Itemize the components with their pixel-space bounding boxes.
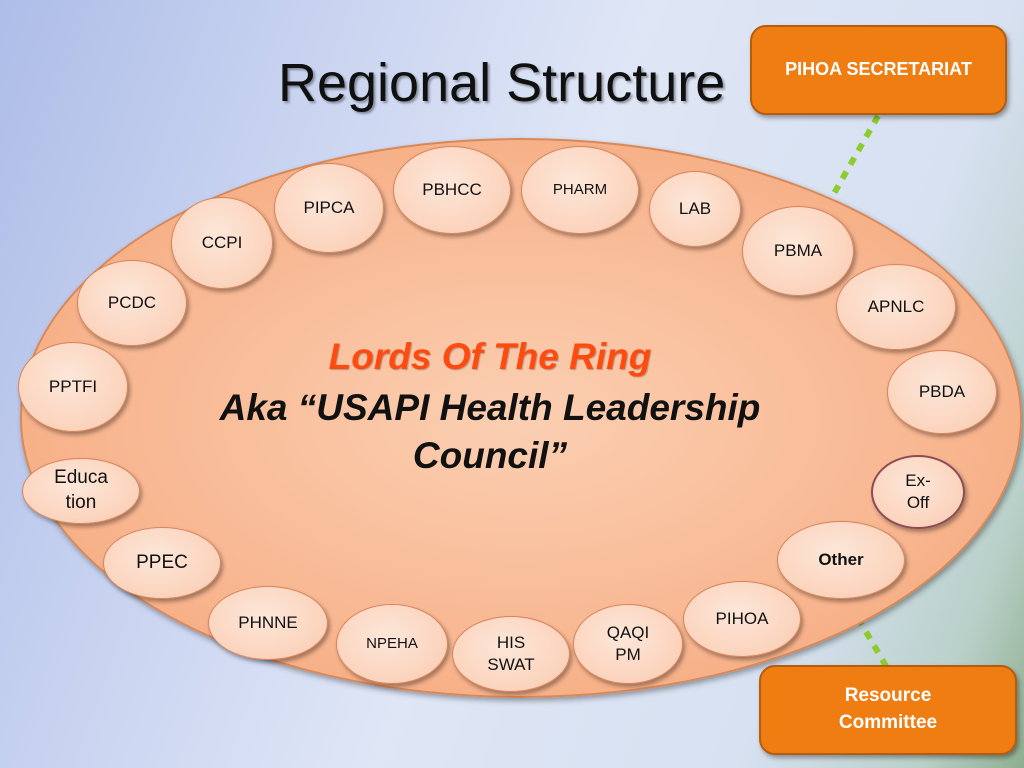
pihoa-secretariat-box: PIHOA SECRETARIAT xyxy=(750,25,1007,115)
node-his-swat: HIS SWAT xyxy=(452,616,570,692)
node-pharm: PHARM xyxy=(521,146,639,234)
node-qaqi-pm: QAQI PM xyxy=(573,604,683,684)
node-pcdc: PCDC xyxy=(77,260,187,346)
node-pbda: PBDA xyxy=(887,350,997,434)
node-ex-off: Ex- Off xyxy=(871,455,965,529)
node-npeha: NPEHA xyxy=(336,604,448,684)
node-pipca: PIPCA xyxy=(274,163,384,253)
node-apnlc: APNLC xyxy=(836,264,956,350)
node-pptfi: PPTFI xyxy=(18,342,128,432)
connector-bottom xyxy=(855,616,889,668)
node-ppec: PPEC xyxy=(103,527,221,599)
center-title-line2: Aka “USAPI Health Leadership Council” xyxy=(219,387,761,477)
node-pbhcc: PBHCC xyxy=(393,146,511,234)
center-title-line1: Lords Of The Ring xyxy=(328,336,652,377)
node-lab: LAB xyxy=(649,171,741,247)
node-pbma: PBMA xyxy=(742,206,854,296)
node-other: Other xyxy=(777,521,905,599)
slide-title: Regional Structure xyxy=(278,53,726,113)
node-pihoa: PIHOA xyxy=(683,581,801,657)
resource-committee-box: Resource Committee xyxy=(759,665,1017,755)
connector-top xyxy=(825,114,881,206)
node-phnne: PHNNE xyxy=(208,586,328,660)
center-title: Lords Of The Ring Aka “USAPI Health Lead… xyxy=(150,336,830,480)
node-ccpi: CCPI xyxy=(171,197,273,289)
node-education: Educa tion xyxy=(22,458,140,524)
